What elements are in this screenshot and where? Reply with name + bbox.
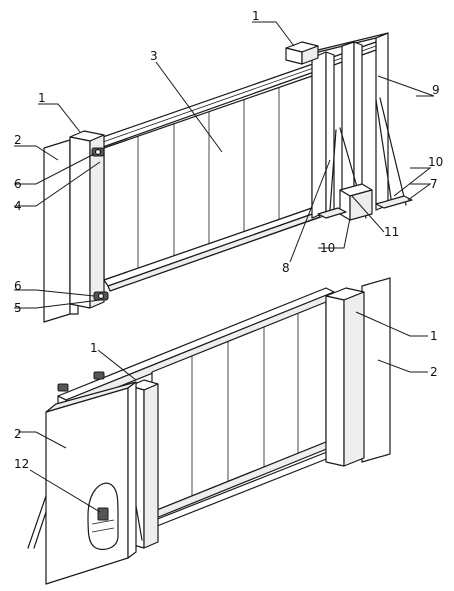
top-pillar [285, 41, 319, 65]
drive-unit [339, 183, 373, 221]
lower-roller [93, 291, 109, 301]
callout-10-right: 10 [428, 155, 443, 169]
bottom-top-rail [57, 287, 335, 409]
callout-3: 3 [150, 49, 158, 63]
callout-2-bottom-right: 2 [430, 365, 438, 379]
callout-6-upper: 6 [14, 177, 22, 191]
callout-12: 12 [14, 457, 29, 471]
base-plates [317, 195, 413, 219]
support-legs [27, 495, 143, 549]
callout-7: 7 [430, 177, 438, 191]
callout-5: 5 [14, 301, 22, 315]
bottom-rollers [57, 371, 105, 392]
top-gate-leaf [103, 75, 313, 281]
top-gate-view [43, 32, 413, 323]
callout-2-top: 2 [14, 133, 22, 147]
upper-roller [91, 147, 105, 157]
callout-1-bottom-right: 1 [430, 329, 438, 343]
callout-11: 11 [384, 225, 399, 239]
leader-lines [14, 21, 435, 513]
callout-8: 8 [282, 261, 290, 275]
callout-2-bottom-left: 2 [14, 427, 22, 441]
callout-labels: 1 1 2 3 4 5 6 6 7 8 9 10 10 11 1 1 2 2 1… [14, 9, 443, 471]
callout-1-left: 1 [38, 91, 46, 105]
callout-10-lower: 10 [320, 241, 335, 255]
callout-4: 4 [14, 199, 22, 213]
right-wall [361, 277, 391, 463]
callout-6-lower: 6 [14, 279, 22, 293]
drive-window [87, 482, 119, 551]
callout-9: 9 [432, 83, 440, 97]
front-wall [45, 381, 137, 585]
motor-unit [97, 507, 109, 521]
right-pillar [325, 287, 365, 467]
callout-1-top: 1 [252, 9, 260, 23]
callout-1-bottom-left: 1 [90, 341, 98, 355]
bottom-gate-view [27, 277, 391, 585]
